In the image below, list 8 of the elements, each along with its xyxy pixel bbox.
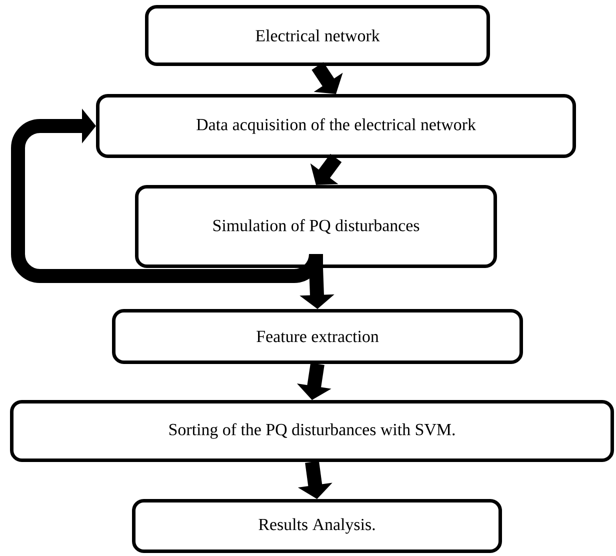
process-box: Sorting of the PQ disturbances with SVM. (10, 400, 614, 462)
process-box: Electrical network (145, 5, 490, 66)
process-box: Simulation of PQ disturbances (135, 185, 497, 268)
process-box: Data acquisition of the electrical network (96, 94, 576, 158)
process-box: Results Analysis. (132, 499, 502, 553)
arrow (312, 62, 343, 94)
process-box: Feature extraction (112, 309, 523, 364)
feedback-arrow (11, 108, 323, 283)
